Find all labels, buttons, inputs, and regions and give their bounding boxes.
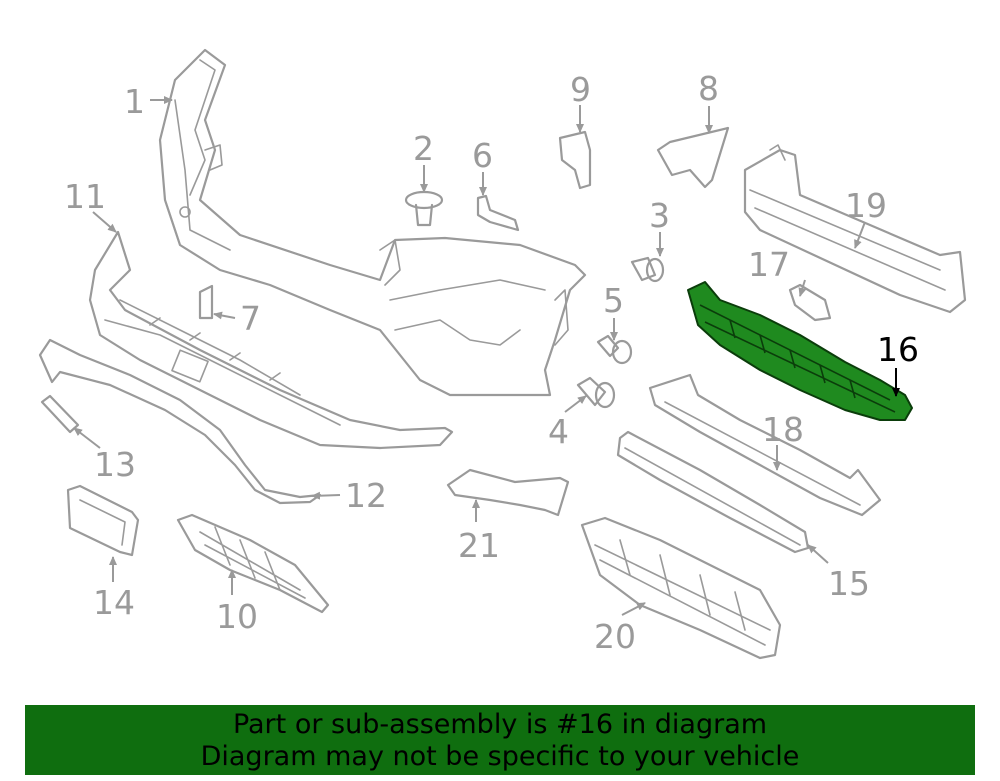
callout-12: 12: [345, 476, 387, 515]
part-6-clip: [476, 194, 520, 232]
part-12-lower-trim: [38, 338, 322, 505]
callout-7: 7: [240, 299, 261, 338]
callout-4: 4: [548, 412, 569, 451]
part-1-bumper-cover: [158, 48, 587, 397]
part-10-grille-insert: [176, 513, 330, 614]
part-8-bracket: [656, 126, 730, 189]
callout-2: 2: [413, 129, 434, 168]
part-2-push-pin: [404, 190, 444, 227]
callout-8: 8: [698, 69, 719, 108]
part-14-plate-bracket: [66, 484, 140, 557]
callout-14: 14: [93, 583, 135, 622]
callout-5: 5: [603, 281, 624, 320]
callout-9: 9: [570, 70, 591, 109]
part-9-bracket: [558, 130, 592, 190]
callout-16: 16: [877, 330, 919, 369]
callout-13: 13: [94, 445, 136, 484]
callout-1: 1: [124, 82, 145, 121]
banner-line-2: Diagram may not be specific to your vehi…: [200, 741, 800, 772]
callout-6: 6: [472, 136, 493, 175]
callout-21: 21: [458, 526, 500, 565]
part-17-bracket: [788, 283, 832, 322]
callout-11: 11: [64, 177, 106, 216]
part-4-grommet: [576, 376, 616, 409]
part-19-reinforcement: [743, 144, 967, 314]
parts-diagram: 1 2 3 4 5 6 7 8 9 10 11 12 13 14 15 16 1…: [38, 48, 967, 660]
callout-18: 18: [762, 410, 804, 449]
part-16-energy-absorber: [687, 281, 913, 421]
part-3-grommet: [630, 256, 665, 283]
callout-labels: 1 2 3 4 5 6 7 8 9 10 11 12 13 14 15 16 1…: [64, 69, 919, 656]
callout-17: 17: [748, 245, 790, 284]
callout-3: 3: [649, 196, 670, 235]
part-7-bracket: [198, 284, 214, 320]
callout-19: 19: [845, 186, 887, 225]
part-20-lower-support: [580, 516, 782, 660]
part-13-clip: [40, 394, 80, 434]
part-21-bracket: [446, 468, 570, 517]
leader-lines: [73, 96, 900, 616]
callout-15: 15: [828, 564, 870, 603]
callout-20: 20: [594, 617, 636, 656]
part-11-lower-grille: [88, 230, 454, 450]
part-18-upper-beam: [648, 373, 882, 517]
part-5-push-pin: [596, 334, 633, 365]
banner-line-1: Part or sub-assembly is #16 in diagram: [232, 709, 768, 740]
callout-10: 10: [216, 597, 258, 636]
notice-banner: Part or sub-assembly is #16 in diagram D…: [25, 705, 975, 775]
